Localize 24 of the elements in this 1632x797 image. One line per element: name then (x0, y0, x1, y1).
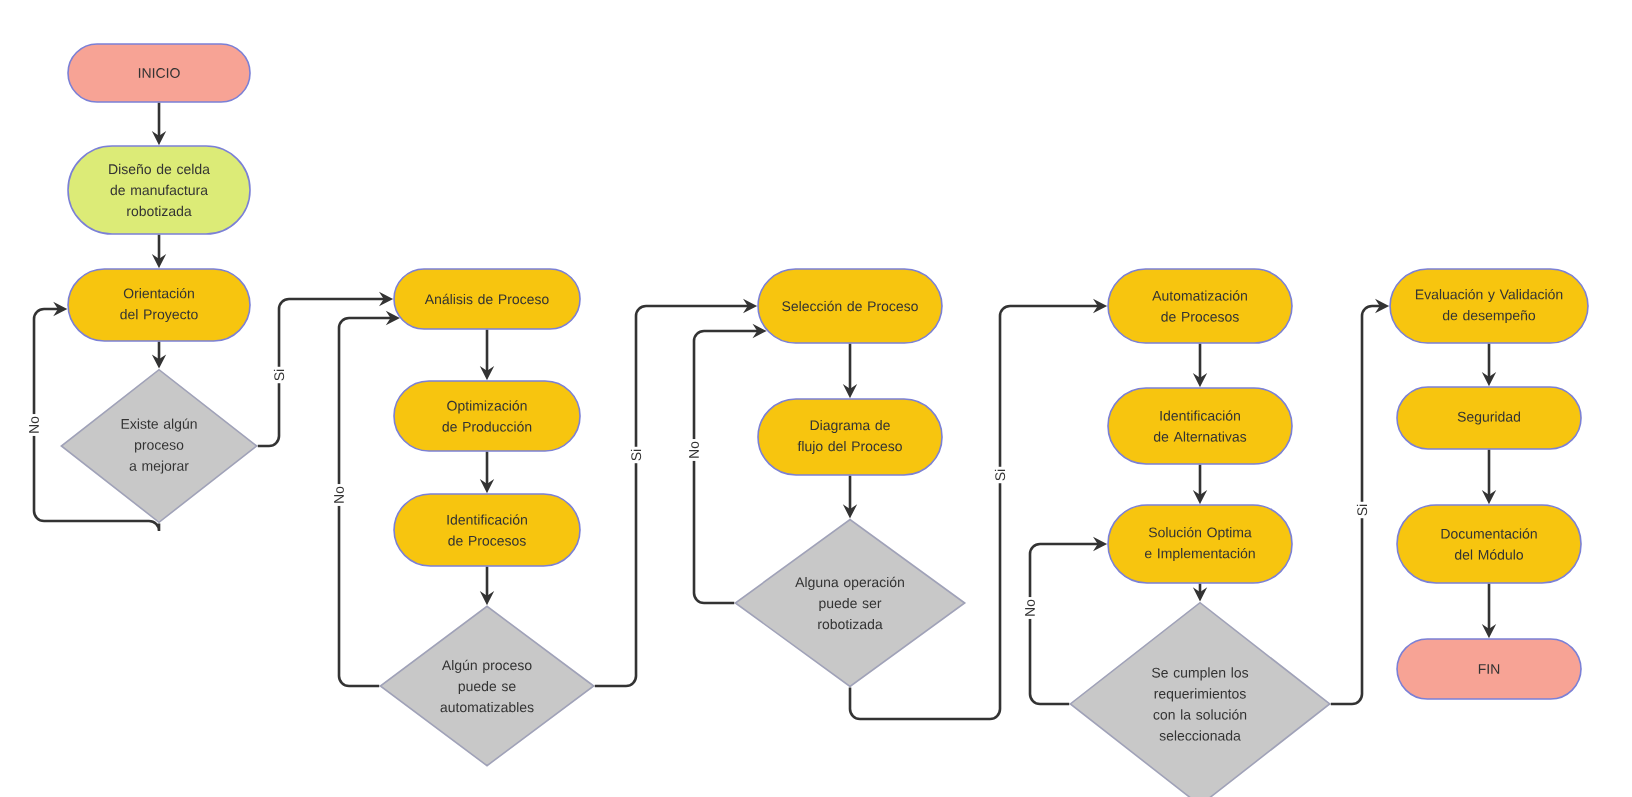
edge-label: Si (1354, 501, 1370, 519)
edge-label: Si (628, 446, 644, 464)
process-box: Orientación del Proyecto (67, 268, 251, 342)
terminal-box: FIN (1396, 638, 1582, 700)
process-box: Automatización de Procesos (1107, 268, 1293, 344)
edge-label: No (1023, 597, 1037, 619)
process-box: Diagrama de flujo del Proceso (757, 398, 943, 476)
edge-label: No (687, 439, 701, 461)
process-box: Seguridad (1396, 386, 1582, 450)
edge-label: Si (992, 466, 1008, 484)
terminal-box: INICIO (67, 43, 251, 103)
process-box: Selección de Proceso (757, 268, 943, 344)
process-box: Solución Optima e Implementación (1107, 504, 1293, 584)
process-box: Optimización de Producción (393, 380, 581, 452)
process-box: Evaluación y Validación de desempeño (1389, 268, 1589, 344)
edge-label: Si (271, 366, 287, 384)
process-box: Identificación de Procesos (393, 493, 581, 567)
process-box: Diseño de celda de manufactura robotizada (67, 145, 251, 235)
process-box: Identificación de Alternativas (1107, 387, 1293, 465)
process-box: Análisis de Proceso (393, 268, 581, 330)
arrow (32, 301, 161, 533)
edge-label: No (27, 414, 41, 436)
process-box: Documentación del Módulo (1396, 504, 1582, 584)
edge-label: No (332, 484, 346, 506)
